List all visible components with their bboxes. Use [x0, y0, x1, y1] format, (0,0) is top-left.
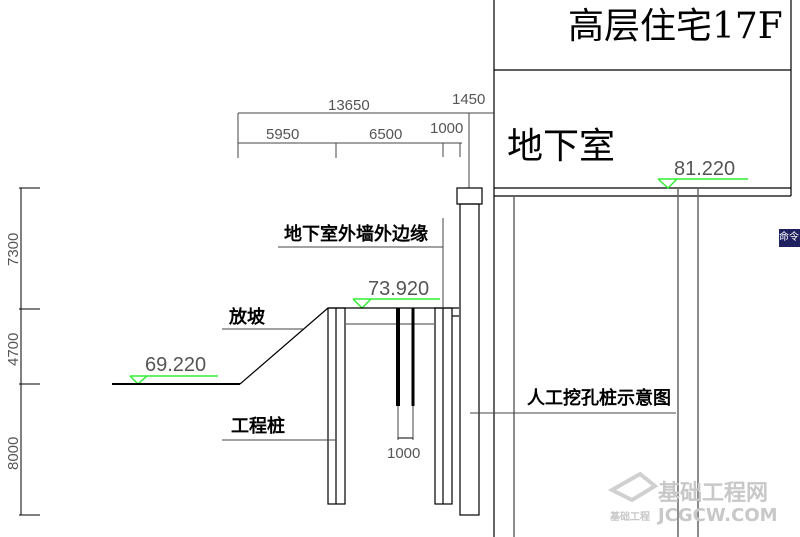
building-outline [493, 0, 792, 537]
leader-lines [222, 218, 676, 441]
watermark: 基础工程网 JCGCW.COM 基础工程 [607, 471, 778, 526]
label-slope: 放坡 [228, 306, 266, 328]
dim-pile-diameter: 1000 [387, 445, 420, 462]
piles [327, 187, 483, 516]
dim-4700: 4700 [5, 333, 22, 366]
basement-label: 地下室 [507, 126, 615, 167]
label-diagram: 人工挖孔桩示意图 [527, 387, 671, 409]
dim-1000-top: 1000 [430, 120, 463, 137]
dim-1450: 1450 [452, 91, 485, 108]
watermark-small: 基础工程 [609, 510, 650, 523]
label-wall-edge: 地下室外墙外边缘 [284, 223, 428, 245]
dim-total: 13650 [328, 97, 370, 114]
watermark-cn: 基础工程网 [658, 481, 768, 506]
vertical-dimension-lines [19, 187, 40, 516]
elevation-marks [129, 178, 748, 386]
rebar [396, 308, 415, 440]
elevation-top: 81.220 [674, 158, 735, 180]
dim-7300: 7300 [5, 233, 22, 266]
top-dimension-lines [237, 112, 494, 188]
command-tab[interactable]: 命令 [779, 229, 800, 247]
label-pile: 工程桩 [231, 415, 285, 437]
dim-5950: 5950 [266, 126, 299, 143]
building-label: 高层住宅17F [568, 6, 783, 47]
elevation-cap: 73.920 [368, 278, 429, 300]
building-columns [513, 188, 699, 537]
dim-8000: 8000 [5, 437, 22, 470]
dim-6500: 6500 [369, 126, 402, 143]
watermark-url: JCGCW.COM [656, 505, 778, 526]
elevation-ground: 69.220 [145, 354, 206, 376]
watermark-logo-icon [607, 471, 659, 503]
